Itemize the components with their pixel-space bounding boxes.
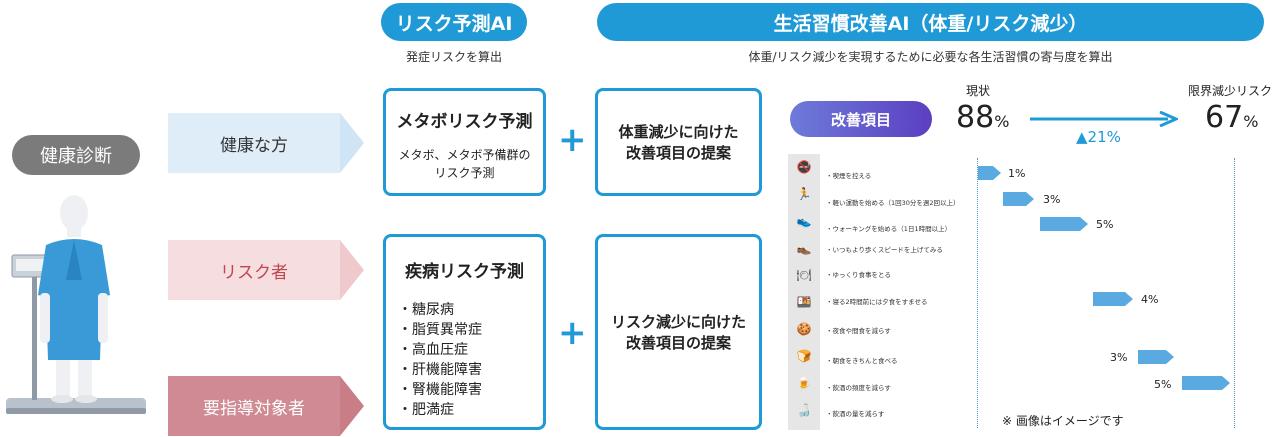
item-label: ・朝食をきちんと食べる (826, 357, 898, 365)
current-value-unit: % (994, 112, 1010, 131)
arrow-right-icon (340, 376, 364, 436)
health-checkup-badge: 健康診断 (12, 135, 140, 175)
risk-proposal-box: リスク減少に向けた 改善項目の提案 (595, 234, 762, 430)
metabo-risk-box: メタボリスク予測 メタボ、メタボ予備群の リスク予測 (383, 88, 546, 196)
guide-line-start (977, 158, 978, 428)
dinner-icon: 🍱 (796, 295, 812, 309)
limit-value-unit: % (1243, 112, 1259, 131)
arrow-right-icon (1030, 110, 1180, 128)
item-label: ・喫煙を控える (826, 172, 872, 180)
bar-tip (993, 166, 1001, 180)
category-risk-body: リスク者 (168, 240, 340, 300)
category-healthy-label: 健康な方 (220, 135, 288, 156)
lifestyle-ai-title: 生活習慣改善AI（体重/リスク減少） (773, 12, 1088, 35)
arrow-right-icon (340, 113, 364, 173)
disease-risk-title: 疾病リスク予測 (405, 262, 524, 282)
category-guidance: 要指導対象者 (168, 376, 364, 436)
bar-value: 3% (1043, 193, 1061, 206)
category-guidance-label: 要指導対象者 (203, 398, 305, 419)
current-value-number: 88 (956, 100, 995, 135)
category-risk: リスク者 (168, 240, 364, 300)
arrow-right-icon (340, 240, 364, 300)
smoking-icon: 🚭 (796, 160, 812, 174)
plus-icon: + (558, 313, 587, 353)
person-illustration (6, 185, 156, 425)
item-label: ・いつもより歩くスピードを上げてみる (826, 246, 943, 254)
improvement-items-label: 改善項目 (830, 110, 891, 129)
plus-icon: + (558, 120, 587, 160)
disease-item: 腎機能障害 (398, 380, 543, 400)
disease-item: 肥満症 (398, 400, 543, 420)
drink-amount-icon: 🍶 (796, 403, 812, 417)
improvement-items-tag: 改善項目 (790, 101, 932, 137)
reduction-value: ▲21% (1076, 128, 1121, 146)
lifestyle-ai-subtitle: 体重/リスク減少を実現するために必要な各生活習慣の寄与度を算出 (748, 50, 1113, 64)
limit-value: 67% (1205, 100, 1258, 135)
lifestyle-ai-header: 生活習慣改善AI（体重/リスク減少） (597, 3, 1264, 41)
disease-item: 糖尿病 (398, 300, 543, 320)
exercise-icon: 🏃 (796, 187, 812, 201)
risk-ai-title: リスク予測AI (395, 12, 513, 35)
shoe-icon: 👞 (796, 241, 812, 255)
risk-ai-subtitle: 発症リスクを算出 (405, 50, 502, 64)
item-icon-column: 🚭 🏃 👟 👞 🍽 🍱 🍪 🍞 🍺 🍶 (788, 154, 820, 430)
limit-value-number: 67 (1205, 100, 1244, 135)
bar-value: 5% (1096, 218, 1114, 231)
bar-light-exercise (1003, 192, 1026, 206)
bar-tip (1222, 376, 1230, 390)
risk-ai-header: リスク予測AI (381, 3, 527, 41)
meal-icon: 🍽 (796, 268, 812, 282)
weight-proposal-box: 体重減少に向けた 改善項目の提案 (595, 88, 762, 196)
reduction-arrow (1030, 110, 1180, 131)
item-label: ・夜食や間食を減らす (826, 327, 891, 335)
category-healthy-body: 健康な方 (168, 113, 340, 173)
disease-list: 糖尿病 脂質異常症 高血圧症 肝機能障害 腎機能障害 肥満症 (398, 300, 543, 420)
item-label: ・ウォーキングを始める（1日1時間以上） (826, 225, 952, 233)
drink-frequency-icon: 🍺 (796, 376, 812, 390)
weight-proposal-line1: 体重減少に向けた (618, 123, 739, 141)
risk-proposal-line2: 改善項目の提案 (625, 334, 731, 352)
item-label: ・飲酒の量を減らす (826, 410, 885, 418)
bar-tip (1125, 292, 1133, 306)
category-risk-label: リスク者 (220, 262, 288, 283)
breakfast-icon: 🍞 (796, 349, 812, 363)
risk-proposal-line1: リスク減少に向けた (610, 313, 746, 331)
bar-drink-frequency (1182, 376, 1222, 390)
item-label: ・寝る2時間前には夕食をすませる (826, 298, 928, 306)
category-guidance-body: 要指導対象者 (168, 376, 340, 436)
current-label: 現状 (966, 84, 991, 98)
disease-item: 肝機能障害 (398, 360, 543, 380)
bar-breakfast (1138, 350, 1166, 364)
bar-value: 5% (1154, 378, 1172, 391)
weight-proposal-line2: 改善項目の提案 (625, 144, 731, 162)
disease-risk-box: 疾病リスク予測 糖尿病 脂質異常症 高血圧症 肝機能障害 腎機能障害 肥満症 (383, 234, 546, 430)
bar-value: 4% (1141, 293, 1159, 306)
bar-tip (1166, 350, 1174, 364)
bar-tip (1026, 192, 1034, 206)
walking-icon: 👟 (796, 214, 812, 228)
bar-dinner-timing (1093, 292, 1125, 306)
bar-value: 1% (1008, 167, 1026, 180)
metabo-risk-desc-2: リスク予測 (434, 166, 495, 180)
snack-icon: 🍪 (796, 322, 812, 336)
item-label: ・ゆっくり食事をとる (826, 271, 891, 279)
guide-line-end (1234, 158, 1235, 428)
health-checkup-label: 健康診断 (40, 146, 112, 167)
item-label: ・飲酒の頻度を減らす (826, 384, 891, 392)
disease-item: 脂質異常症 (398, 320, 543, 340)
bar-value: 3% (1110, 351, 1128, 364)
disease-item: 高血圧症 (398, 340, 543, 360)
bar-smoking (978, 166, 993, 180)
bar-walking (1040, 217, 1080, 231)
limit-label: 限界減少リスク (1188, 84, 1273, 98)
current-value: 88% (956, 100, 1009, 135)
image-note: ※ 画像はイメージです (1002, 414, 1124, 428)
metabo-risk-desc-1: メタボ、メタボ予備群の (398, 148, 531, 162)
item-label: ・軽い運動を始める（1回30分を週2回以上） (826, 199, 960, 207)
metabo-risk-title: メタボリスク予測 (396, 112, 533, 132)
patient-on-scale-icon (6, 195, 146, 414)
category-healthy: 健康な方 (168, 113, 364, 173)
bar-tip (1080, 217, 1088, 231)
